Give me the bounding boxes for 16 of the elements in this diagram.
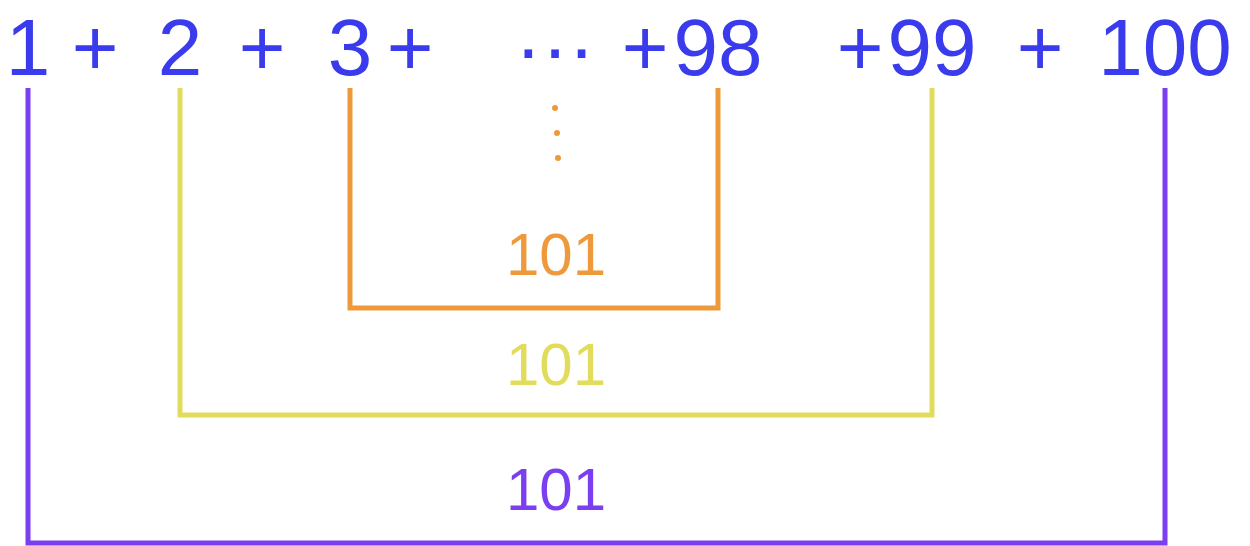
bracket-line	[347, 88, 721, 311]
number-term: 3	[327, 8, 373, 88]
bracket-line	[25, 88, 1168, 546]
number-term: 100	[1098, 8, 1232, 88]
number-term: 2	[157, 8, 203, 88]
plus-sign: +	[621, 8, 669, 88]
plus-sign: +	[71, 8, 119, 88]
number-term: 1	[5, 8, 51, 88]
plus-sign: +	[1016, 8, 1064, 88]
plus-sign: +	[238, 8, 286, 88]
number-term: 99	[887, 8, 977, 88]
plus-sign: +	[386, 8, 434, 88]
ellipsis-symbol: ···	[515, 8, 595, 88]
number-term: 98	[673, 8, 763, 88]
bracket-line	[177, 88, 935, 418]
plus-sign: +	[836, 8, 884, 88]
